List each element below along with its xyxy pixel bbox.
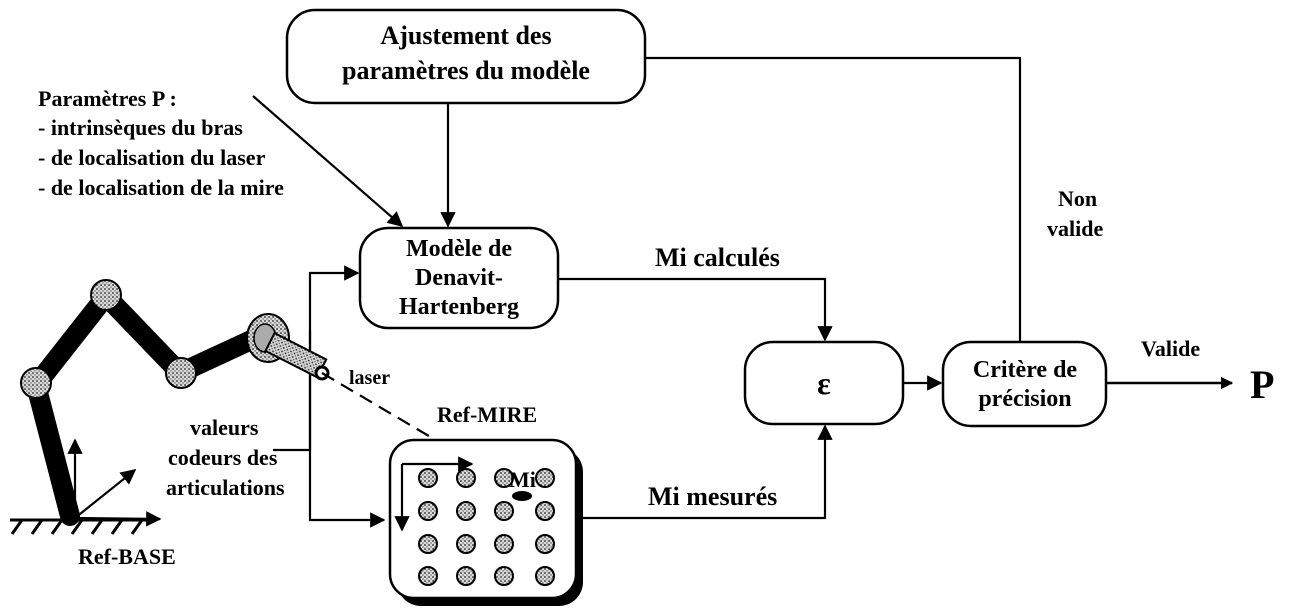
- label-non: Non: [1058, 186, 1097, 211]
- mire-dot: [494, 468, 514, 488]
- modele-dh-box: Modèle de Denavit- Hartenberg: [358, 226, 560, 330]
- mire-dot: [456, 501, 476, 521]
- arrow-non-valide-loop: [645, 56, 1022, 342]
- epsilon-box: ε: [743, 340, 905, 426]
- arrow-codeurs-to-mire: [308, 450, 386, 528]
- epsilon-symbol: ε: [817, 365, 831, 401]
- parametres-title: Paramètres P :: [38, 86, 177, 111]
- modele-line-2: Denavit-: [415, 265, 503, 291]
- parametres-item-1: - intrinsèques du bras: [38, 115, 243, 140]
- label-valeurs-3: articulations: [166, 475, 285, 500]
- arrow-mi-calcules: [558, 277, 833, 342]
- label-valeurs-1: valeurs: [190, 415, 259, 440]
- label-mi-calcules: Mi calculés: [655, 243, 780, 272]
- mire-dot: [535, 566, 555, 586]
- label-mi: Mi: [509, 467, 536, 492]
- label-output-p: P: [1250, 362, 1274, 407]
- label-valide-nv: valide: [1047, 216, 1103, 241]
- mire-dot: [456, 566, 476, 586]
- label-ref-base: Ref-BASE: [78, 544, 176, 569]
- mire-dot: [418, 468, 438, 488]
- mire-dot: [535, 468, 555, 488]
- label-ref-mire: Ref-MIRE: [437, 402, 537, 427]
- joint-2: [90, 279, 122, 311]
- modele-line-1: Modèle de: [406, 236, 512, 262]
- mire-dot: [418, 566, 438, 586]
- joint-1: [20, 367, 52, 399]
- parametres-block: Paramètres P : - intrinsèques du bras - …: [38, 86, 284, 200]
- mire-dot: [418, 501, 438, 521]
- critere-box: Critère de précision: [941, 340, 1108, 428]
- ajustement-line-1: Ajustement des: [380, 21, 551, 50]
- modele-line-3: Hartenberg: [399, 294, 519, 320]
- joint-3: [165, 357, 197, 389]
- arrow-parametres-to-modele: [252, 95, 404, 228]
- critere-line-2: précision: [978, 386, 1071, 412]
- mire-dot: [456, 468, 476, 488]
- mire-target: [388, 438, 583, 606]
- critere-line-1: Critère de: [973, 357, 1078, 383]
- mire-dot: [535, 534, 555, 554]
- parametres-item-3: - de localisation de la mire: [38, 175, 284, 200]
- label-valeurs-2: codeurs des: [168, 445, 278, 470]
- label-laser: laser: [349, 367, 390, 389]
- robot-arm: [10, 279, 330, 535]
- mi-point-icon: [512, 491, 532, 501]
- mire-dot: [456, 534, 476, 554]
- parametres-item-2: - de localisation du laser: [38, 145, 266, 170]
- label-mi-mesures: Mi mesurés: [648, 482, 777, 511]
- arrow-mi-mesures: [578, 424, 833, 520]
- label-valide: Valide: [1141, 336, 1200, 361]
- ajustement-box: Ajustement des paramètres du modèle: [285, 8, 647, 105]
- mire-dot: [494, 501, 514, 521]
- mire-dot: [535, 501, 555, 521]
- laser-beam: [321, 372, 479, 466]
- mire-dot: [494, 534, 514, 554]
- ajustement-line-2: paramètres du modèle: [342, 56, 590, 85]
- mire-dot: [418, 534, 438, 554]
- mire-dot: [494, 566, 514, 586]
